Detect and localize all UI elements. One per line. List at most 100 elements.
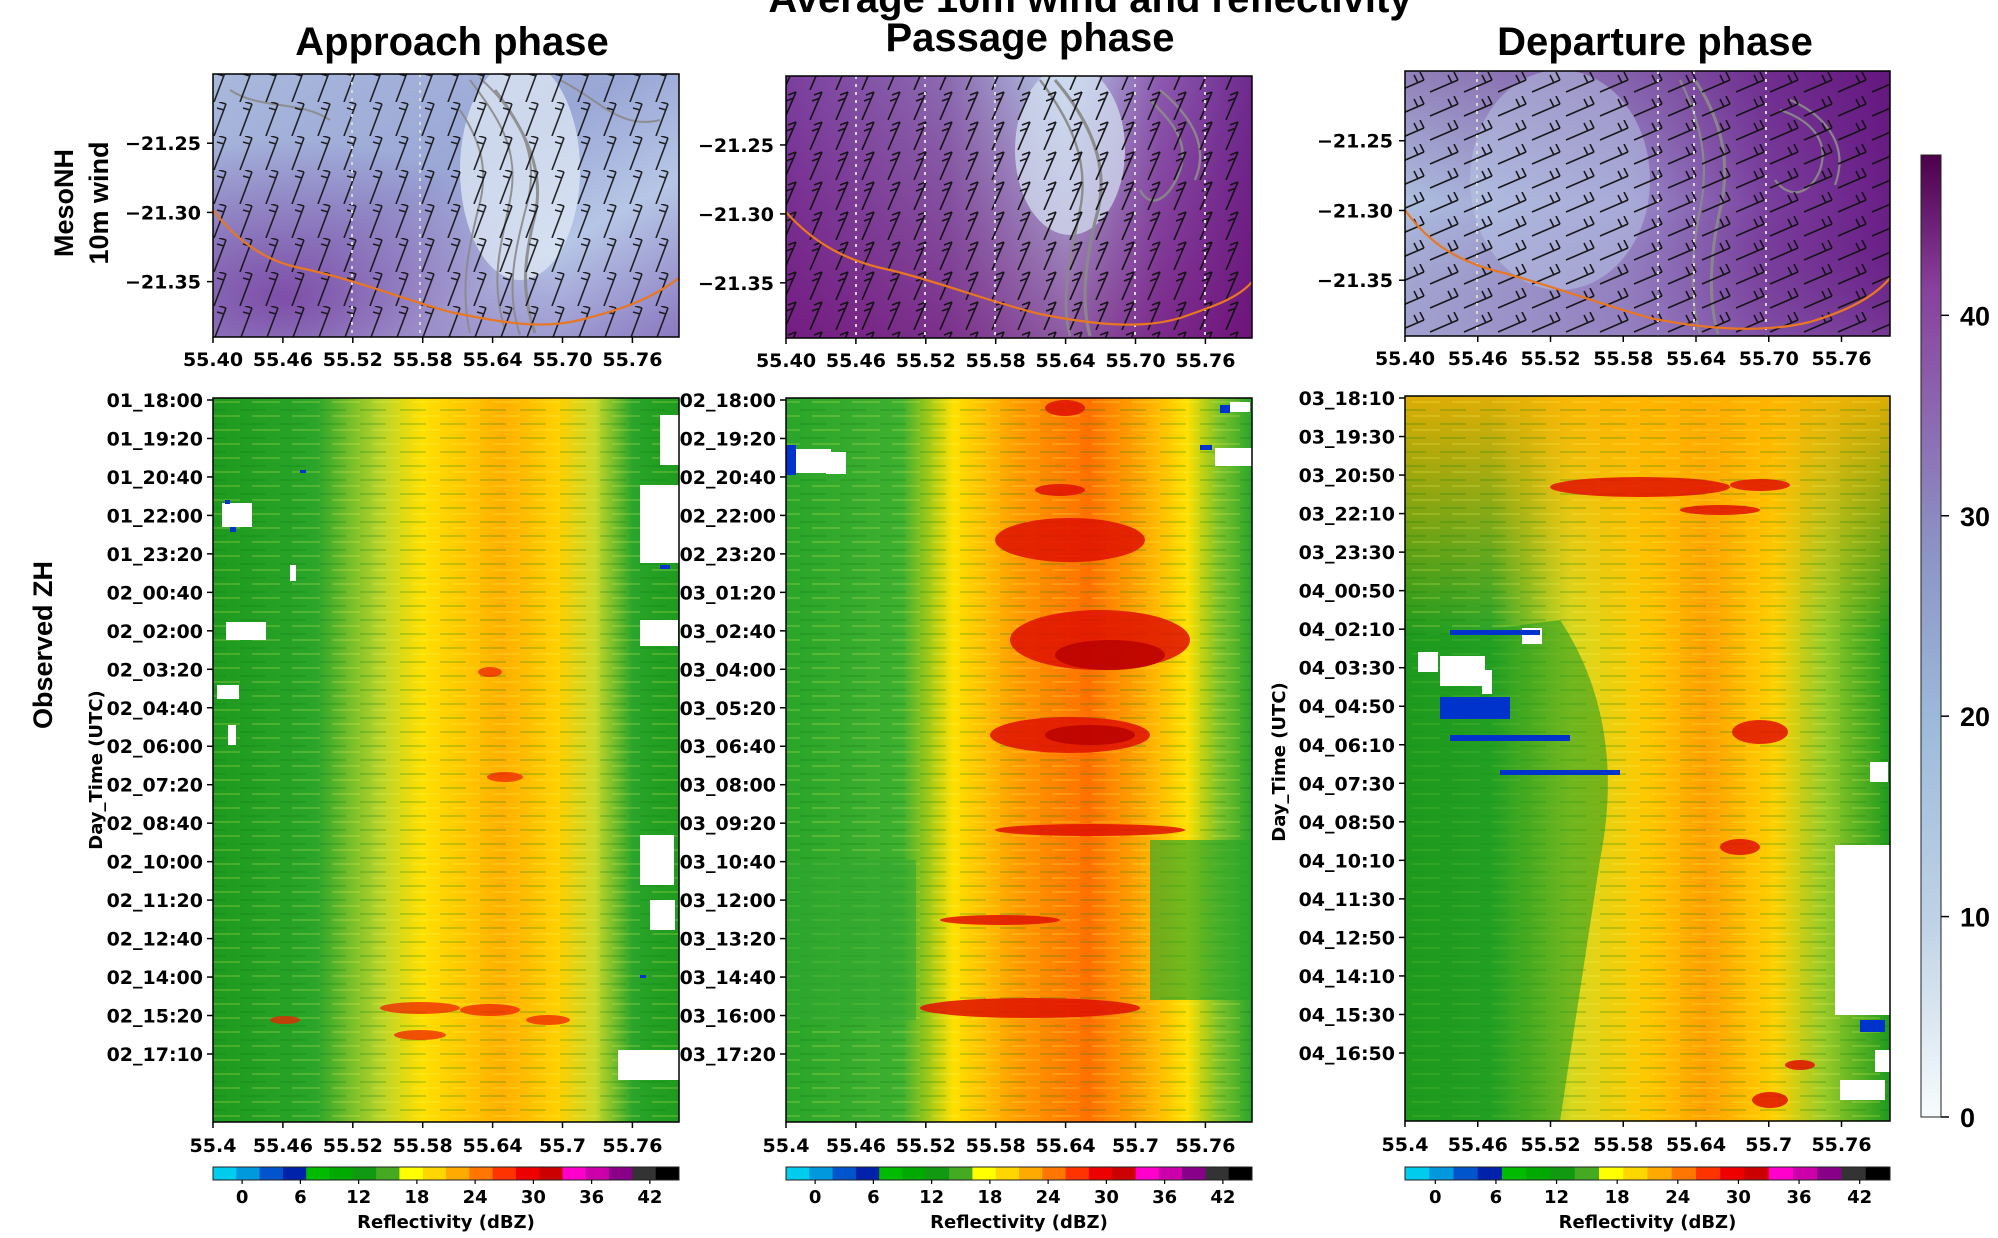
x-tick-label: 55.58 [966,1135,1026,1157]
colorbar-swatch [376,1167,400,1180]
y-tick-label: 03_23:30 [1299,542,1395,564]
x-tick-label: 55.4 [190,1135,237,1157]
colorbar-swatch [213,1167,237,1180]
y-tick-label: −21.30 [698,204,774,226]
y-tick-label: 04_12:50 [1299,927,1395,949]
x-tick-label: 55.58 [1593,348,1653,370]
y-tick-label: 02_22:00 [680,505,776,527]
x-tick-label: 55.52 [323,349,383,371]
colorbar-swatch [1599,1167,1624,1180]
colorbar-swatch [1182,1167,1206,1180]
colorbar-tick-label: 36 [1787,1187,1812,1208]
x-tick-label: 55.46 [253,1135,313,1157]
y-tick-label: 01_18:00 [107,390,203,412]
y-tick-label: 04_03:30 [1299,658,1395,680]
zh-panel-approach [213,398,679,1122]
colorbar-swatch [1671,1167,1697,1180]
y-tick-label: 02_20:40 [680,467,776,489]
colorbar-tick-label: 42 [1847,1187,1872,1208]
colorbar-label: Reflectivity (dBZ) [357,1212,535,1233]
colorbar-swatch [259,1167,284,1180]
wind-panel-departure [1405,71,1890,336]
colorbar-swatch [1112,1167,1136,1180]
y-tick-label: 04_14:10 [1299,966,1395,988]
colorbar-swatch [1228,1167,1253,1180]
colorbar-label: Reflectivity (dBZ) [1559,1212,1737,1233]
colorbar-tick-label: 30 [1726,1187,1751,1208]
x-tick-label: 55.4 [763,1135,810,1157]
colorbar-swatch [1019,1167,1043,1180]
x-tick-label: 55.64 [1036,1135,1096,1157]
x-tick-label: 55.76 [602,349,662,371]
colorbar-swatch [995,1167,1020,1180]
y-tick-label: 03_04:00 [680,659,776,681]
colorbar-tick-label: 6 [1490,1187,1503,1208]
y-tick-label: 04_00:50 [1299,581,1395,603]
colorbar-swatch [515,1167,540,1180]
x-tick-label: 55.64 [1666,1134,1726,1156]
colorbar-swatch [632,1167,657,1180]
x-tick-label: 55.76 [1175,1135,1235,1157]
colorbar-tick-label: 10 [1960,903,1990,933]
y-tick-label: −21.35 [125,272,201,294]
x-tick-label: 55.64 [463,349,523,371]
colorbar-swatch [949,1167,973,1180]
colorbar-label: Reflectivity (dBZ) [930,1212,1108,1233]
colorbar-tick-label: 42 [1210,1187,1235,1208]
x-tick-label: 55.40 [183,349,243,371]
y-tick-label: 03_19:30 [1299,427,1395,449]
colorbar-swatch [879,1167,903,1180]
x-tick-label: 55.58 [393,1135,453,1157]
colorbar-swatch [809,1167,834,1180]
colorbar-swatch [446,1167,470,1180]
x-tick-label: 55.70 [532,349,592,371]
x-tick-label: 55.70 [1105,350,1165,372]
y-tick-label: 02_15:20 [107,1006,203,1028]
y-tick-label: 04_02:10 [1299,619,1395,641]
x-tick-label: 55.52 [323,1135,383,1157]
colorbar-swatch [1696,1167,1721,1180]
wind-panel-approach [213,74,679,337]
y-tick-label: 03_13:20 [680,929,776,951]
colorbar-swatch [1744,1167,1770,1180]
colorbar-tick-label: 20 [1960,702,1990,732]
colorbar-swatch [1865,1167,1891,1180]
x-tick-label: 55.58 [966,350,1026,372]
colorbar-swatch [1088,1167,1113,1180]
y-tick-label: −21.25 [1317,131,1393,153]
colorbar-swatch [1623,1167,1648,1180]
colorbar-swatch [492,1167,517,1180]
x-tick-label: 55.4 [1382,1134,1429,1156]
colorbar-swatch [469,1167,494,1180]
colorbar-tick-label: 24 [1036,1187,1061,1208]
y-tick-label: 02_02:00 [107,621,203,643]
colorbar-tick-label: 40 [1960,301,1990,331]
colorbar-swatch [1574,1167,1600,1180]
y-tick-label: 02_10:00 [107,852,203,874]
coastline [213,209,679,326]
axis-ticks: 55.40 55.46 55.52 55.58 55.64 55.70 55.76 −21.2… [107,131,1990,1157]
colorbar-tick-label: 18 [977,1187,1002,1208]
colorbar-swatch [539,1167,563,1180]
colorbar-tick-label: 0 [809,1187,822,1208]
colorbar-swatch [1526,1167,1551,1180]
colorbar-swatch [1405,1167,1430,1180]
x-tick-label: 55.76 [1175,350,1235,372]
y-tick-label: 03_01:20 [680,582,776,604]
x-tick-label: 55.58 [1593,1134,1653,1156]
colorbar-swatch [1502,1167,1527,1180]
colorbar-swatch [1158,1167,1183,1180]
y-tick-label: 04_15:30 [1299,1004,1395,1026]
colorbar-tick-label: 18 [1605,1187,1630,1208]
colorbar-tick-label: 6 [294,1187,307,1208]
x-tick-label: 55.58 [393,349,453,371]
y-tick-label: 02_19:20 [680,428,776,450]
y-tick-label: 02_17:10 [107,1044,203,1066]
colorbar-tick-label: 30 [521,1187,546,1208]
